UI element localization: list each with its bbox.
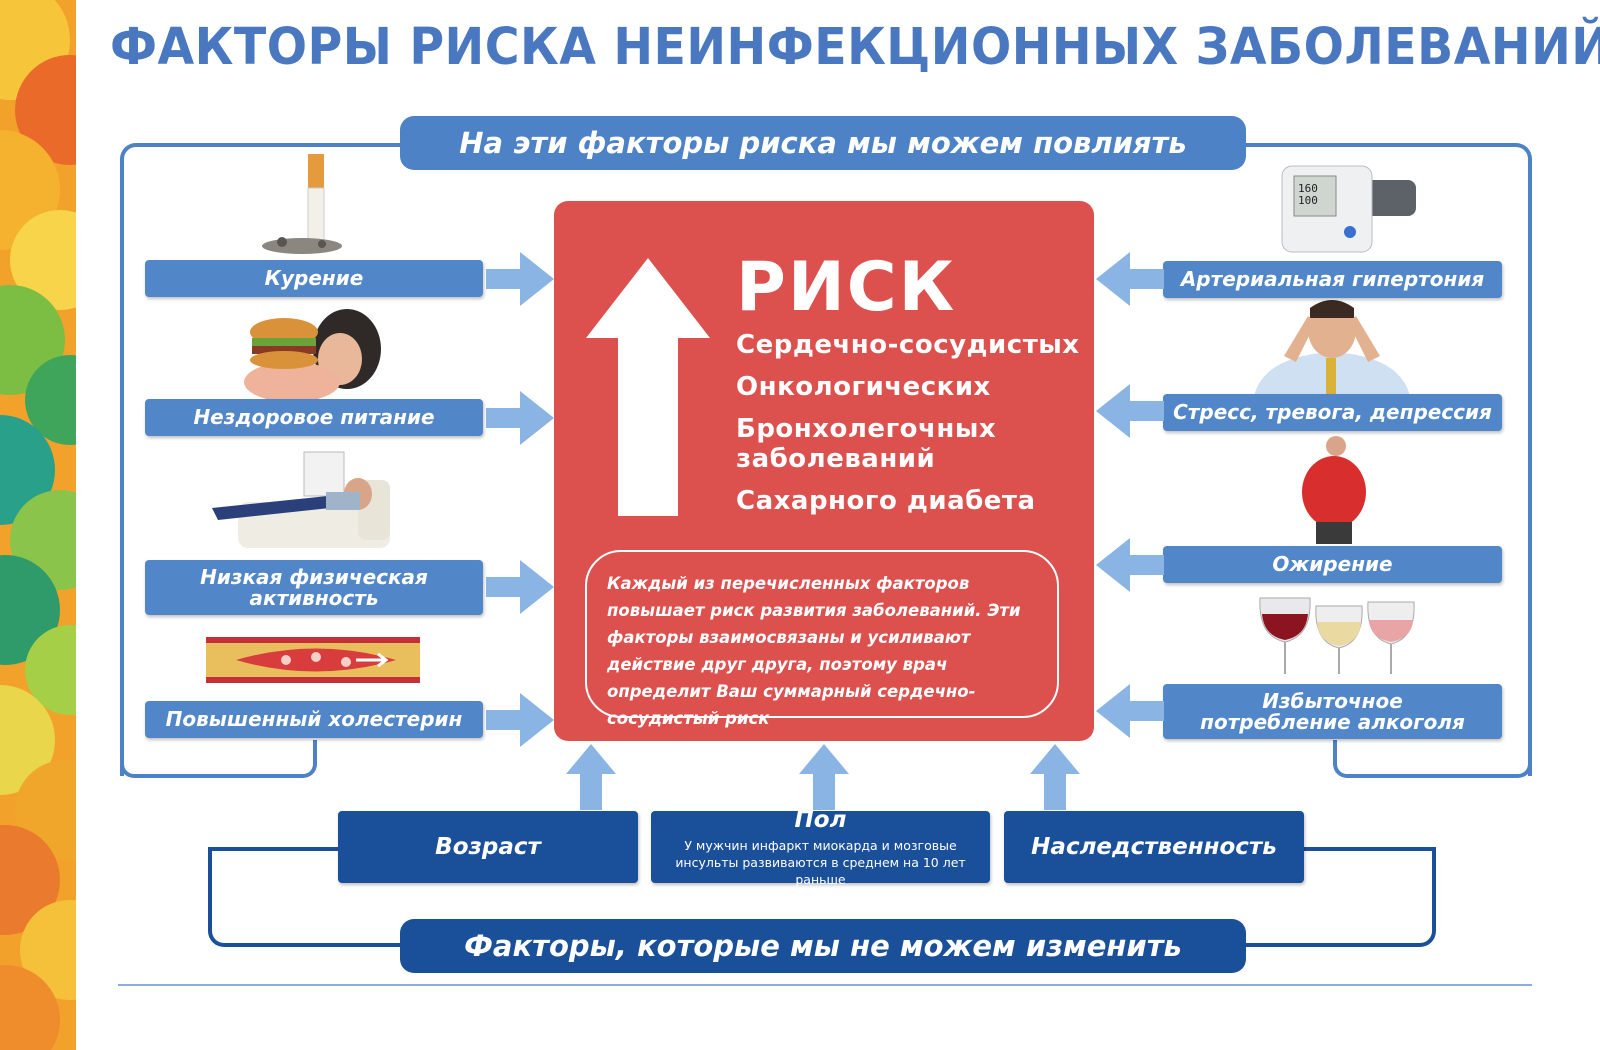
factor-sex: Пол У мужчин инфаркт миокарда и мозговые… xyxy=(651,807,990,887)
factor-age: Возраст xyxy=(338,811,638,883)
frame-left-foot xyxy=(120,740,317,778)
frame-right-foot xyxy=(1333,740,1532,778)
svg-text:100: 100 xyxy=(1298,194,1318,207)
svg-text:160: 160 xyxy=(1298,182,1318,195)
blood-pressure-monitor-icon: 160 100 xyxy=(1280,158,1420,256)
risk-diabetes: Сахарного диабета xyxy=(736,486,1036,516)
bottom-divider xyxy=(118,984,1532,986)
risk-cardiovascular: Сердечно-сосудистых xyxy=(736,330,1080,360)
risk-oncological: Онкологических xyxy=(736,372,991,402)
risk-up-arrow xyxy=(586,258,710,516)
factor-sex-note: У мужчин инфаркт миокарда и мозговые инс… xyxy=(675,837,966,887)
arrow-left-obesity xyxy=(1096,538,1164,592)
page-title: ФАКТОРЫ РИСКА НЕИНФЕКЦИОННЫХ ЗАБОЛЕВАНИЙ xyxy=(110,18,1600,77)
factor-stress: Стресс, тревога, депрессия xyxy=(1163,394,1502,431)
artery-icon xyxy=(206,637,420,683)
arrow-up-heredity xyxy=(1030,744,1080,810)
decorative-color-strip xyxy=(0,0,76,1050)
factor-hypertension: Артериальная гипертония xyxy=(1163,261,1502,298)
stressed-man-icon xyxy=(1244,296,1420,396)
arrow-left-stress xyxy=(1096,384,1164,438)
arrow-right-diet xyxy=(486,391,554,445)
arrow-right-cholesterol xyxy=(486,693,554,747)
arrow-left-alcohol xyxy=(1096,684,1164,738)
arrow-right-activity xyxy=(486,560,554,614)
factor-smoking: Курение xyxy=(145,260,483,297)
risk-bronchopulmonary: Бронхолегочных заболеваний xyxy=(736,414,997,474)
couch-icon xyxy=(208,450,394,556)
arrow-up-sex xyxy=(799,744,849,810)
factor-age-label: Возраст xyxy=(435,834,541,860)
arrow-up-age xyxy=(566,744,616,810)
factor-high-cholesterol: Повышенный холестерин xyxy=(145,701,483,738)
factor-sex-label: Пол xyxy=(794,806,847,833)
factor-obesity: Ожирение xyxy=(1163,546,1502,583)
arrow-right-smoking xyxy=(486,252,554,306)
factor-heredity-label: Наследственность xyxy=(1031,834,1277,860)
cigarette-icon xyxy=(252,152,344,256)
risk-title: РИСК xyxy=(736,248,957,327)
unmodifiable-factors-header: Факторы, которые мы не можем изменить xyxy=(400,919,1246,973)
frame-top-left-segment xyxy=(208,847,343,851)
factor-alcohol: Избыточное потребление алкоголя xyxy=(1163,684,1502,739)
modifiable-factors-header: На эти факторы риска мы можем повлиять xyxy=(400,116,1246,170)
obese-man-icon xyxy=(1298,436,1368,544)
arrow-left-hypertension xyxy=(1096,252,1164,306)
factor-heredity: Наследственность xyxy=(1004,811,1304,883)
factor-low-activity: Низкая физическая активность xyxy=(145,560,483,615)
wine-glasses-icon xyxy=(1258,596,1420,676)
risk-note: Каждый из перечисленных факторов повышае… xyxy=(585,550,1059,728)
factor-unhealthy-diet: Нездоровое питание xyxy=(145,399,483,436)
burger-icon xyxy=(222,304,384,402)
frame-top-right-segment xyxy=(1300,847,1436,851)
